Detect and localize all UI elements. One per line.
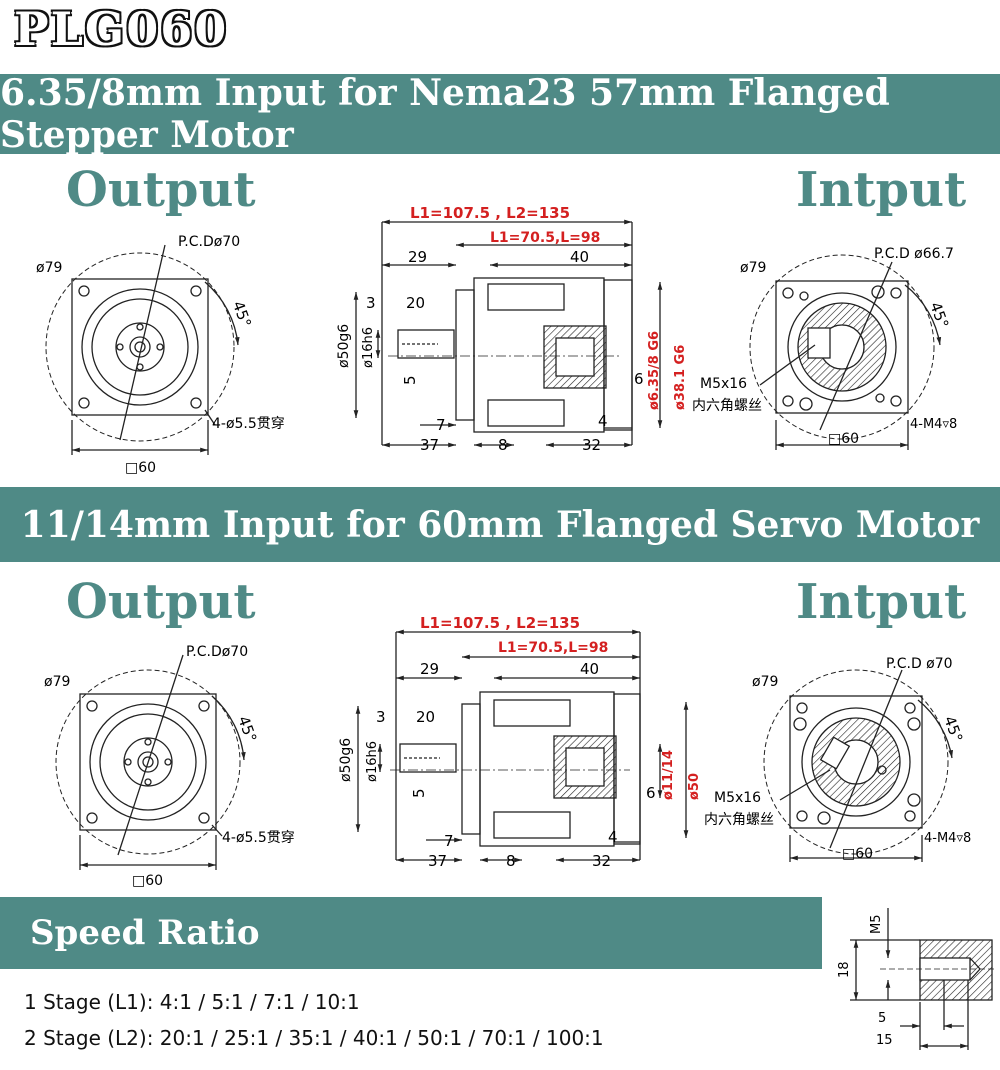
s2-output-face-view (55, 654, 246, 870)
section1-banner: 6.35/8mm Input for Nema23 57mm Flanged S… (0, 72, 1000, 156)
s1-d3: 3 (366, 294, 376, 312)
section2-input-header: Intput (796, 574, 967, 630)
section2-output-header: Output (66, 574, 256, 630)
s1-input-face-view (749, 254, 942, 450)
stage1-ratios: 1 Stage (L1): 4:1 / 5:1 / 7:1 / 10:1 (24, 990, 360, 1014)
s2-in-screw: M5x16 (714, 790, 761, 806)
s1-d40: 40 (570, 248, 589, 266)
s2-input-face-view (763, 669, 953, 862)
key-d15: 15 (876, 1033, 893, 1048)
s2-d3: 3 (376, 708, 386, 726)
section2-banner: 11/14mm Input for 60mm Flanged Servo Mot… (0, 487, 1000, 562)
s1-out-dia: ø79 (36, 260, 62, 276)
s2-side-view (355, 629, 689, 863)
s2-d20: 20 (416, 708, 435, 726)
s2-d6: 6 (646, 784, 656, 802)
s1-out-angle: 45° (229, 299, 255, 330)
s1-in-screw-cn: 内六角螺丝 (692, 398, 762, 414)
s2-out-holes: 4-ø5.5贯穿 (222, 830, 295, 846)
s2-d5: 5 (410, 788, 428, 798)
s1-d20: 20 (406, 294, 425, 312)
s2-d32: 32 (592, 852, 611, 870)
s2-out-angle: 45° (234, 714, 260, 745)
key-d5: 5 (878, 1011, 886, 1026)
s1-ltotal: L1=107.5 , L2=135 (410, 204, 570, 222)
s2-in-square: □60 (842, 846, 873, 862)
s1-lbody: L1=70.5,L=98 (490, 230, 600, 246)
s1-d32: 32 (582, 436, 601, 454)
s1-d7: 7 (436, 416, 446, 434)
s1-out-pcd: P.C.Dø70 (178, 234, 240, 250)
s1-in-screw: M5x16 (700, 376, 747, 392)
s2-in-a: ø11/14 (661, 750, 676, 800)
speed-ratio-banner: Speed Ratio (0, 897, 822, 969)
s2-d37: 37 (428, 852, 447, 870)
s1-out-holes: 4-ø5.5贯穿 (212, 416, 285, 432)
key-detail-drawing (850, 908, 995, 1050)
s2-in-screw-cn: 内六角螺丝 (704, 812, 774, 828)
s1-d5: 5 (401, 375, 419, 385)
s2-out-pcd: P.C.Dø70 (186, 644, 248, 660)
s2-out-dia: ø79 (44, 674, 70, 690)
page-title: PLG060 (13, 1, 229, 57)
s2-in-angle: 45° (940, 714, 966, 745)
s2-in-dia: ø79 (752, 674, 778, 690)
s1-out-square: □60 (125, 460, 156, 476)
s2-d8: 8 (506, 852, 516, 870)
stage2-ratios: 2 Stage (L2): 20:1 / 25:1 / 35:1 / 40:1 … (24, 1026, 604, 1050)
s2-ltotal: L1=107.5 , L2=135 (420, 614, 580, 632)
s1-dia16: ø16h6 (361, 327, 376, 368)
s2-out-square: □60 (132, 873, 163, 889)
s1-d4: 4 (598, 412, 608, 430)
s2-in-b: ø50 (687, 773, 702, 800)
s1-in-square: □60 (828, 431, 859, 447)
s1-in-dia: ø79 (740, 260, 766, 276)
key-d18: 18 (837, 961, 852, 978)
s1-dia50: ø50g6 (336, 324, 352, 368)
s1-d6: 6 (634, 370, 644, 388)
s1-in-holes: 4-M4▿8 (910, 417, 957, 432)
s2-dia16: ø16h6 (365, 741, 380, 782)
s2-d7: 7 (444, 832, 454, 850)
key-m5: M5 (869, 915, 884, 935)
s1-d29: 29 (408, 248, 427, 266)
s1-in-b: ø38.1 G6 (673, 345, 688, 410)
s2-d29: 29 (420, 660, 439, 678)
s1-side-view (353, 219, 663, 448)
s1-d8: 8 (498, 436, 508, 454)
s1-output-face-view (45, 244, 240, 455)
section1-input-header: Intput (796, 162, 967, 218)
s1-d37: 37 (420, 436, 439, 454)
section1-output-header: Output (66, 162, 256, 218)
s1-in-angle: 45° (926, 300, 952, 331)
s2-in-holes: 4-M4▿8 (924, 831, 971, 846)
s2-in-pcd: P.C.D ø70 (886, 656, 953, 672)
s2-lbody: L1=70.5,L=98 (498, 640, 608, 656)
s2-dia50: ø50g6 (338, 738, 354, 782)
s2-d4: 4 (608, 828, 618, 846)
s2-d40: 40 (580, 660, 599, 678)
s1-in-pcd: P.C.D ø66.7 (874, 246, 954, 262)
s1-in-a: ø6.35/8 G6 (647, 331, 662, 410)
